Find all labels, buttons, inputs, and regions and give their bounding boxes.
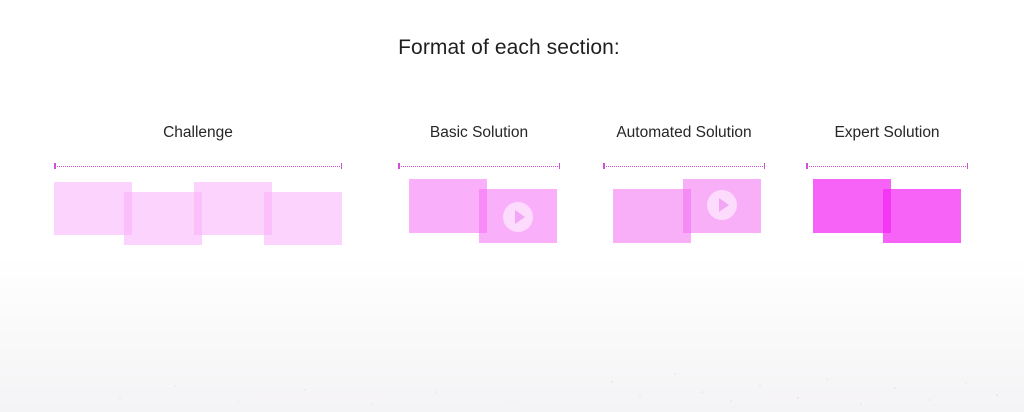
challenge-card-3 bbox=[194, 182, 272, 235]
expert-card-1 bbox=[813, 179, 891, 233]
automated-card-1 bbox=[613, 189, 691, 243]
span-indicator-basic-solution bbox=[398, 163, 560, 169]
play-icon bbox=[503, 202, 533, 232]
span-indicator-expert-solution bbox=[806, 163, 968, 169]
page-title: Format of each section: bbox=[398, 36, 620, 59]
span-indicator-challenge bbox=[54, 163, 342, 169]
section-label-challenge: Challenge bbox=[163, 124, 233, 141]
expert-card-2 bbox=[883, 189, 961, 243]
automated-card-2 bbox=[683, 179, 761, 233]
section-label-basic-solution: Basic Solution bbox=[429, 124, 529, 141]
section-automated-solution: Automated Solution bbox=[603, 0, 765, 260]
section-basic-solution: Basic Solution bbox=[398, 0, 560, 260]
basic-card-2 bbox=[479, 189, 557, 243]
basic-card-1 bbox=[409, 179, 487, 233]
challenge-card-4 bbox=[264, 192, 342, 245]
challenge-card-2 bbox=[124, 192, 202, 245]
section-expert-solution: Expert Solution bbox=[806, 0, 968, 260]
section-challenge: Challenge bbox=[54, 0, 342, 260]
play-icon bbox=[707, 190, 737, 220]
section-label-expert-solution: Expert Solution bbox=[834, 124, 940, 141]
section-label-automated-solution: Automated Solution bbox=[616, 124, 752, 141]
challenge-card-1 bbox=[54, 182, 132, 235]
span-indicator-automated-solution bbox=[603, 163, 765, 169]
